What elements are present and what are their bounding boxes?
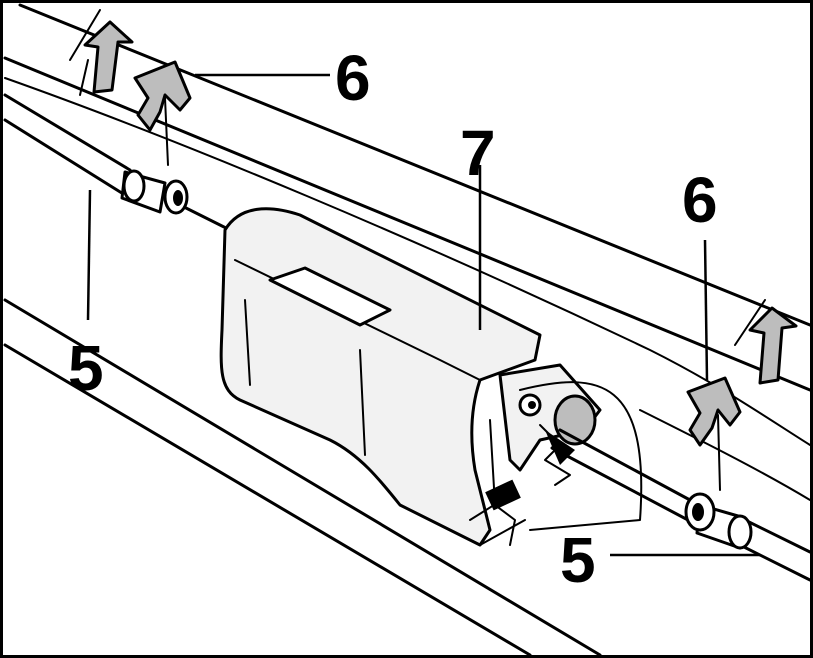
- housing-bracket-icon: [219, 207, 643, 547]
- retaining-clip-icon: [133, 60, 192, 166]
- arrow-up-icon: [734, 299, 798, 385]
- callout-bracket: 7: [460, 117, 496, 189]
- cable-right: [550, 428, 812, 582]
- arrow-up-icon: [69, 9, 134, 96]
- cable-end-icon: [684, 492, 753, 550]
- cable-left: [3, 93, 232, 232]
- leader-lines: [86, 73, 760, 557]
- retaining-clip-icon: [686, 376, 742, 491]
- callout-cable-right: 5: [560, 524, 596, 596]
- callout-clip-right: 6: [682, 164, 718, 236]
- callout-cable-left: 5: [68, 332, 104, 404]
- callout-clip-left: 6: [335, 42, 371, 114]
- cable-end-icon: [120, 169, 189, 215]
